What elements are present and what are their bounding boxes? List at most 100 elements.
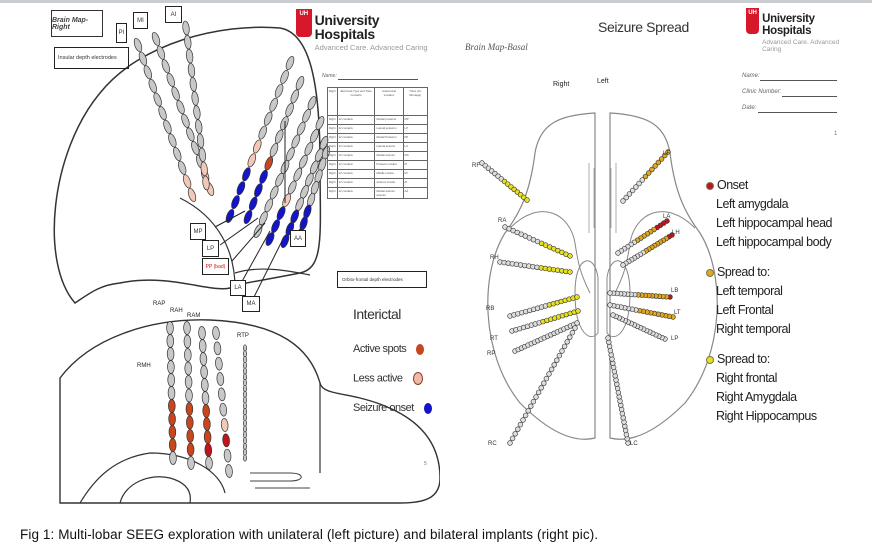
electrode-contact [247, 153, 257, 168]
electrode-contact [203, 430, 212, 444]
electrode-contact [203, 417, 211, 431]
spread-group-heading: Spread to: [706, 263, 832, 282]
electrode-contact [561, 343, 568, 350]
electrode-contact [231, 195, 240, 210]
electrode-contact [151, 31, 161, 47]
electrode-contact [259, 211, 268, 226]
electrode-contact [271, 219, 280, 234]
electrode-contact [186, 415, 194, 430]
electrode-contact [269, 143, 279, 157]
insular-electrodes-label: Insular depth electrodes [54, 47, 129, 69]
electrode-label-mp: MP [190, 223, 206, 240]
electrode-label-ai: AI [165, 6, 182, 23]
electrode-contact [201, 378, 209, 392]
uh-logo-left: UH University Hospitals Advanced Care. A… [296, 9, 440, 52]
electrode-contact [191, 91, 199, 106]
electrode-contact [184, 375, 193, 389]
electrode-contact [567, 269, 573, 275]
electrode-contact [655, 159, 662, 166]
electrode-contact [187, 187, 197, 203]
electrode-contact [554, 357, 560, 363]
electrode-label-rah: RAH [170, 308, 183, 314]
top-border [0, 0, 872, 3]
left-hemisphere-outline [609, 112, 718, 440]
electrode-la [615, 218, 670, 256]
electrode-label-mi: MI [133, 12, 148, 29]
electrode-contact [574, 294, 580, 300]
form-field-date: Date: [742, 105, 757, 111]
electrode-contact [564, 339, 570, 345]
legend-swatch-icon [423, 402, 432, 414]
table-cell: Right [327, 187, 338, 199]
electrode-contact [610, 312, 616, 318]
electrode-contact [156, 45, 166, 60]
electrode-contact [662, 152, 668, 159]
electrode-label-rt: RT [490, 336, 498, 342]
electrode-lh [620, 232, 675, 268]
electrode-contact [295, 197, 304, 212]
table-cell: MA [402, 151, 429, 161]
electrode-contact [185, 48, 194, 64]
table-header-cell: Trace (for Montage) [402, 87, 429, 116]
table-header-cell: Electrode Type and Total Contacts [336, 87, 376, 116]
electrode-contact [168, 438, 177, 452]
electrode-contact [264, 198, 274, 213]
uh-name-right: University Hospitals [762, 13, 815, 37]
electrode-label-la: LA [230, 280, 246, 296]
electrode-contact [186, 127, 195, 142]
form-field-date-line [758, 112, 837, 113]
electrode-lp [610, 312, 668, 342]
electrode-contact [243, 210, 253, 224]
electrode-contact [620, 262, 626, 268]
electrode-rc [507, 325, 578, 446]
electrode-contact [629, 187, 636, 194]
brain-map-basal-subtitle: Brain Map-Basal [465, 42, 528, 52]
legend-item-label: Less active [353, 372, 403, 385]
electrode-label-rc: RC [488, 441, 497, 447]
table-cell: 12 contacts [336, 115, 376, 125]
electrode-ra [502, 224, 573, 259]
electrode-contact [200, 365, 208, 379]
electrode-contact [296, 121, 306, 136]
electrode-contact [153, 92, 162, 107]
name-field-line [338, 79, 418, 80]
table-cell: 12 contacts [336, 133, 376, 143]
figure-caption: Fig 1: Multi-lobar SEEG exploration with… [20, 527, 599, 542]
electrode-contact [183, 334, 192, 349]
electrode-label-la: LA [663, 214, 671, 220]
electrode-label-rmh: RMH [137, 363, 151, 369]
spread-region: Right frontal [716, 371, 777, 385]
electrode-rp [512, 320, 580, 354]
electrode-contact [274, 83, 284, 98]
electrode-label-lp: LP [671, 336, 679, 342]
electrode-label-ma: MA [242, 296, 260, 312]
electrode-mp [225, 56, 295, 223]
electrode-label-lc: LC [630, 441, 638, 447]
form-field-name-line [760, 80, 837, 81]
lateral-brain-drawing [53, 20, 440, 504]
uh-tagline-right: Advanced Care. Advanced Caring [762, 39, 840, 53]
spread-heading-text: Spread to: [717, 265, 770, 279]
electrode-contact [623, 194, 629, 201]
electrode-contact [559, 348, 565, 354]
table-cell: Medial anterior anterior [374, 187, 404, 199]
table-cell: Posterior insular [374, 160, 404, 170]
electrode-contact [646, 170, 652, 176]
electrode-contact [280, 69, 289, 84]
electrode-contact [290, 209, 300, 224]
electrode-label-lh: LH [672, 230, 680, 236]
electrode-contact [626, 191, 633, 197]
electrode-contact [567, 334, 573, 340]
electrode-contact [187, 62, 196, 78]
table-cell: 12 contacts [336, 169, 376, 179]
page-mark-right: 1 [834, 131, 838, 137]
legend-swatch-icon [412, 372, 423, 385]
bullet-dot-icon [706, 181, 714, 190]
electrode-contact [186, 429, 194, 443]
table-cell: Right [327, 178, 338, 188]
electrode-contact [274, 129, 284, 144]
spread-region: Right Amygdala [716, 390, 797, 404]
